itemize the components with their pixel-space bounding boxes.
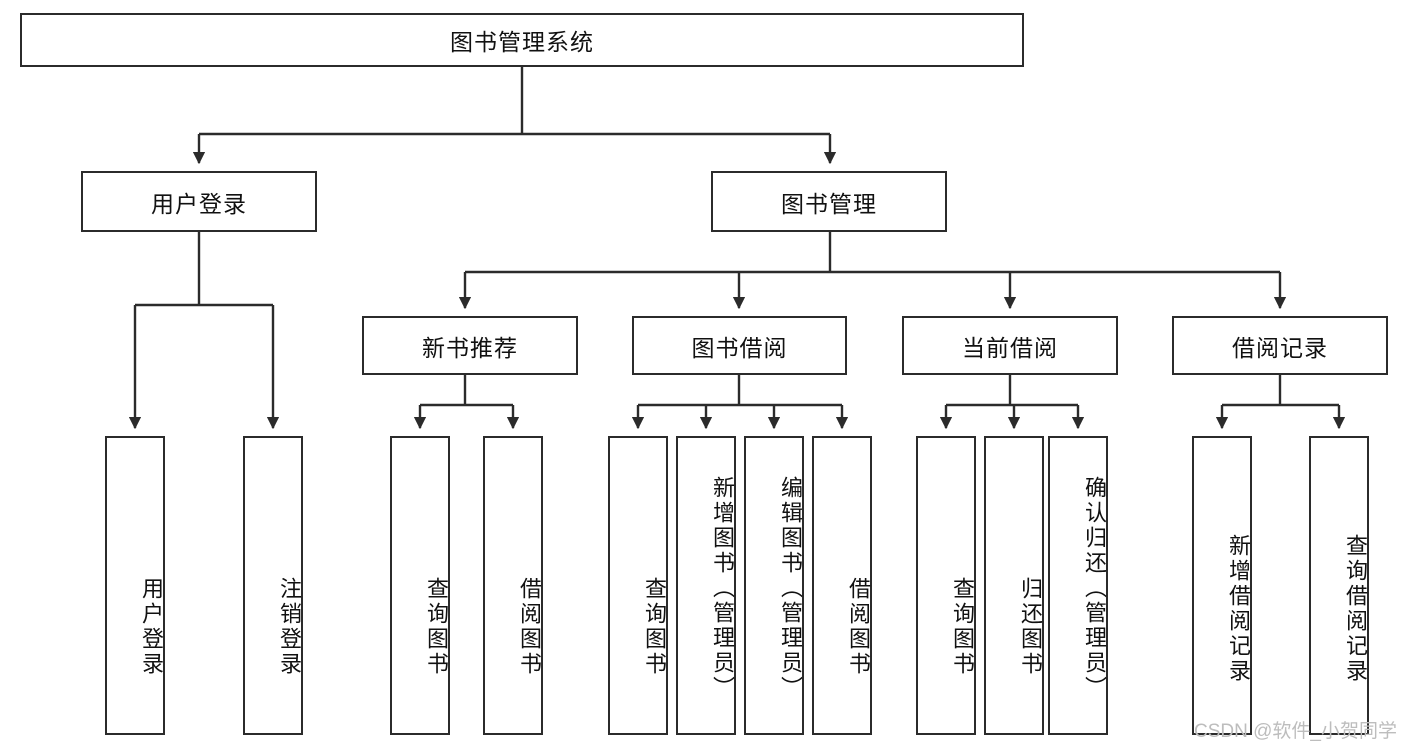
node-borrow-record[interactable]: 借阅记录 bbox=[1172, 316, 1388, 375]
node-leaf-return-book-label: 归还图书 bbox=[1018, 576, 1043, 677]
node-root-label: 图书管理系统 bbox=[450, 29, 594, 55]
node-leaf-return-book[interactable]: 归还图书 bbox=[984, 436, 1044, 735]
connector-user-login-to-leaves bbox=[128, 232, 280, 430]
node-leaf-query-book-2[interactable]: 查询图书 bbox=[608, 436, 668, 735]
node-leaf-add-borrow-record[interactable]: 新增借阅记录 bbox=[1192, 436, 1252, 735]
node-current-borrow-label: 当前借阅 bbox=[962, 334, 1058, 361]
node-leaf-user-login[interactable]: 用户登录 bbox=[105, 436, 165, 735]
connector-borrow-record-to-leaves bbox=[1215, 375, 1346, 430]
connector-current-borrow-to-leaves bbox=[939, 375, 1085, 430]
node-new-book-recommend[interactable]: 新书推荐 bbox=[362, 316, 578, 375]
node-leaf-query-book-2-label: 查询图书 bbox=[642, 576, 667, 677]
node-book-manage-label: 图书管理 bbox=[781, 190, 877, 217]
node-book-borrow-label: 图书借阅 bbox=[691, 334, 788, 361]
connector-book-borrow-to-leaves bbox=[631, 375, 849, 430]
connector-root-to-level2 bbox=[192, 67, 837, 165]
node-leaf-user-login-label: 用户登录 bbox=[139, 576, 164, 677]
node-leaf-add-book-label: 新增图书（管理员） bbox=[710, 476, 735, 701]
node-book-borrow[interactable]: 图书借阅 bbox=[632, 316, 847, 375]
node-leaf-logout-login-label: 注销登录 bbox=[277, 576, 302, 677]
node-leaf-confirm-return[interactable]: 确认归还（管理员） bbox=[1048, 436, 1108, 735]
node-user-login-label: 用户登录 bbox=[151, 190, 247, 217]
node-leaf-add-book[interactable]: 新增图书（管理员） bbox=[676, 436, 736, 735]
node-leaf-borrow-book-1-label: 借阅图书 bbox=[517, 576, 542, 677]
node-leaf-query-book-3-label: 查询图书 bbox=[950, 576, 975, 677]
watermark-text: CSDN @软件_小贺同学 bbox=[1194, 721, 1397, 742]
node-leaf-confirm-return-label: 确认归还（管理员） bbox=[1082, 476, 1107, 701]
node-borrow-record-label: 借阅记录 bbox=[1232, 334, 1328, 361]
node-leaf-borrow-book-2-label: 借阅图书 bbox=[846, 576, 871, 677]
node-root[interactable]: 图书管理系统 bbox=[20, 13, 1024, 67]
connector-book-manage-to-level3 bbox=[458, 232, 1287, 310]
node-new-book-recommend-label: 新书推荐 bbox=[422, 334, 518, 361]
node-leaf-query-borrow-record[interactable]: 查询借阅记录 bbox=[1309, 436, 1369, 735]
node-leaf-query-book-1-label: 查询图书 bbox=[424, 576, 449, 677]
node-user-login[interactable]: 用户登录 bbox=[81, 171, 317, 232]
node-leaf-query-book-3[interactable]: 查询图书 bbox=[916, 436, 976, 735]
node-book-manage[interactable]: 图书管理 bbox=[711, 171, 947, 232]
node-leaf-query-borrow-record-label: 查询借阅记录 bbox=[1343, 533, 1368, 684]
node-leaf-query-book-1[interactable]: 查询图书 bbox=[390, 436, 450, 735]
node-leaf-logout-login[interactable]: 注销登录 bbox=[243, 436, 303, 735]
node-leaf-add-borrow-record-label: 新增借阅记录 bbox=[1226, 533, 1251, 684]
connector-new-book-recommend-to-leaves bbox=[413, 375, 520, 430]
node-leaf-edit-book[interactable]: 编辑图书（管理员） bbox=[744, 436, 804, 735]
node-leaf-borrow-book-1[interactable]: 借阅图书 bbox=[483, 436, 543, 735]
node-current-borrow[interactable]: 当前借阅 bbox=[902, 316, 1118, 375]
node-leaf-borrow-book-2[interactable]: 借阅图书 bbox=[812, 436, 872, 735]
node-leaf-edit-book-label: 编辑图书（管理员） bbox=[778, 476, 803, 701]
